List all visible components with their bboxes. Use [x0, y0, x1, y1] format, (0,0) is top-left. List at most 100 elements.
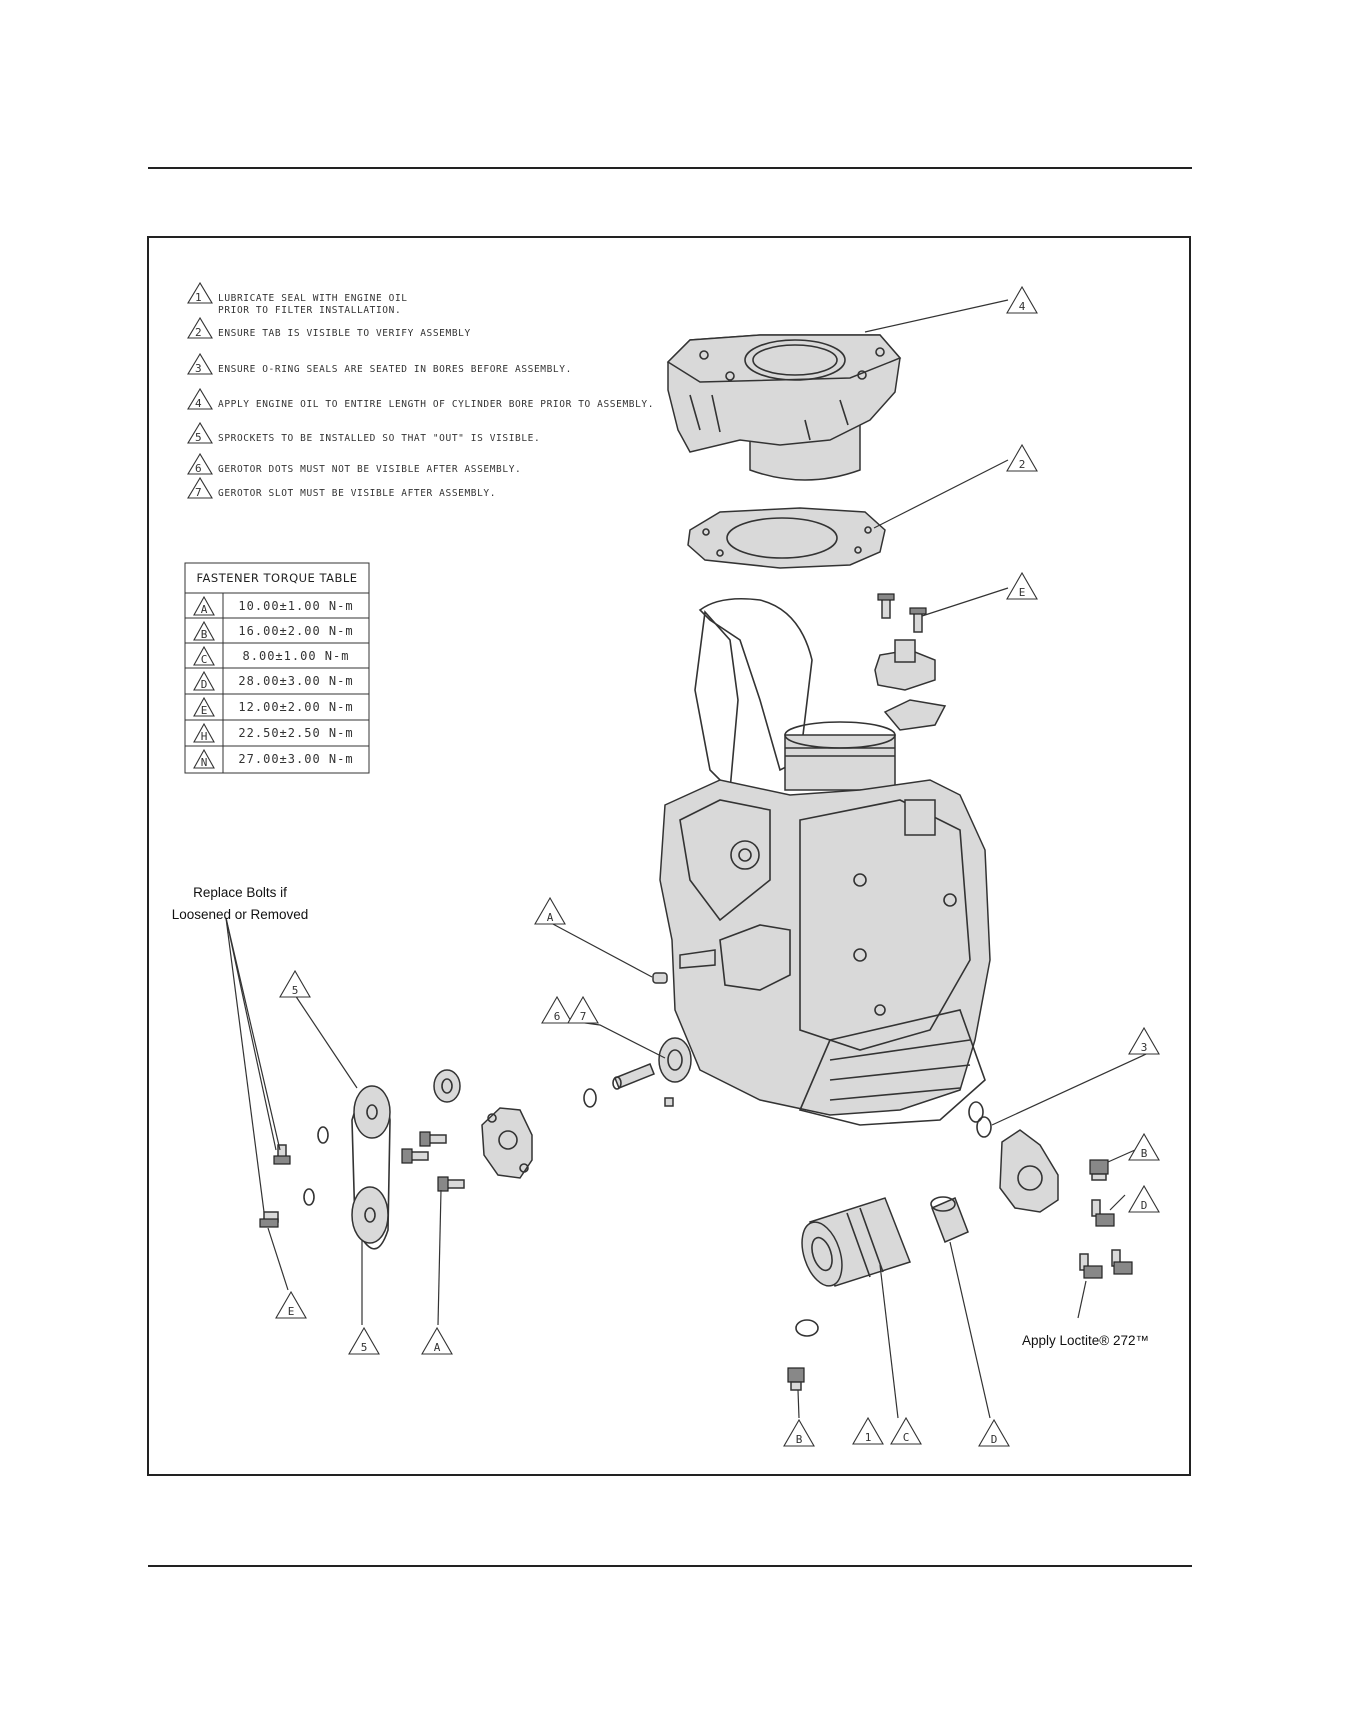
- torque-key: H: [201, 730, 208, 743]
- svg-text:5: 5: [292, 984, 299, 997]
- svg-text:B: B: [1141, 1147, 1148, 1160]
- torque-key: A: [201, 603, 208, 616]
- oil-filter: [801, 1197, 911, 1287]
- svg-text:D: D: [991, 1433, 998, 1446]
- note-6-line-1: GEROTOR DOTS MUST NOT BE VISIBLE AFTER A…: [218, 464, 521, 475]
- svg-text:E: E: [1019, 586, 1026, 599]
- piston: [784, 721, 896, 791]
- note-7: 7 GEROTOR SLOT MUST BE VISIBLE AFTER ASS…: [187, 476, 496, 499]
- torque-value: 28.00±3.00 N-m: [238, 674, 353, 688]
- fastener-torque-table: FASTENER TORQUE TABLE A 10.00±1.00 N-m B…: [184, 562, 370, 774]
- note-1-triangle: [187, 281, 213, 304]
- note-5-triangle: [187, 421, 213, 444]
- note-2-line-1: ENSURE TAB IS VISIBLE TO VERIFY ASSEMBLY: [218, 328, 471, 339]
- note-6-triangle: [187, 452, 213, 475]
- filter-adapter-nipple: [930, 1196, 969, 1244]
- note-5-line-1: SPROCKETS TO BE INSTALLED SO THAT "OUT" …: [218, 433, 540, 444]
- o-rings: [968, 1101, 992, 1138]
- label-oring: 3: [1128, 1026, 1160, 1055]
- label-pump-bolt: A: [421, 1326, 453, 1355]
- svg-text:A: A: [434, 1341, 441, 1354]
- svg-text:1: 1: [865, 1431, 872, 1444]
- torque-value: 27.00±3.00 N-m: [238, 752, 353, 766]
- label-sprocket-bottom: 5: [348, 1326, 380, 1355]
- label-gasket: 2: [1006, 443, 1038, 472]
- note-1: 1 LUBRICATE SEAL WITH ENGINE OIL PRIOR T…: [187, 281, 408, 316]
- label-bolt-b: B: [1128, 1132, 1160, 1161]
- torque-key: B: [201, 628, 208, 641]
- svg-text:E: E: [288, 1305, 295, 1318]
- label-gerotor-6: 6: [541, 995, 573, 1024]
- note-5-number: 5: [195, 431, 202, 444]
- note-1-line-2: PRIOR TO FILTER INSTALLATION.: [218, 305, 401, 316]
- torque-row-e: E 12.00±2.00 N-m: [193, 696, 353, 717]
- note-3-number: 3: [195, 362, 202, 375]
- note-1-number: 1: [195, 291, 202, 304]
- svg-text:4: 4: [1019, 300, 1026, 313]
- torque-value: 8.00±1.00 N-m: [243, 649, 350, 663]
- label-filter-1: 1: [852, 1416, 884, 1445]
- note-2-number: 2: [195, 326, 202, 339]
- torque-value: 16.00±2.00 N-m: [238, 624, 353, 638]
- torque-value: 10.00±1.00 N-m: [238, 599, 353, 613]
- callout-triangles: 4 2 E A 6 7 3 5: [275, 285, 1160, 1447]
- note-3: 3 ENSURE O-RING SEALS ARE SEATED IN BORE…: [187, 352, 571, 375]
- cylinder-block: [666, 334, 902, 481]
- torque-row-d: D 28.00±3.00 N-m: [193, 670, 353, 691]
- svg-text:B: B: [796, 1433, 803, 1446]
- drain-plug: [787, 1319, 819, 1391]
- left-fasteners: [259, 1126, 329, 1228]
- svg-text:C: C: [903, 1431, 910, 1444]
- chain-tensioner-assembly: [874, 593, 947, 731]
- torque-row-c: C 8.00±1.00 N-m: [193, 645, 350, 666]
- note-3-triangle: [187, 352, 213, 375]
- crankcase: [659, 779, 991, 1126]
- label-bolt-d: D: [1128, 1184, 1160, 1213]
- label-chain-bolt: E: [275, 1290, 307, 1319]
- dowel-pin: [652, 972, 668, 984]
- note-4-triangle: [187, 387, 213, 410]
- note-1-line-1: LUBRICATE SEAL WITH ENGINE OIL: [218, 293, 408, 304]
- diagram-frame: [147, 236, 1191, 1476]
- replace-bolts-callout-line-2: Loosened or Removed: [172, 907, 309, 922]
- torque-key: C: [201, 653, 208, 666]
- label-cylinder: 4: [1006, 285, 1038, 314]
- note-7-number: 7: [195, 486, 202, 499]
- label-plug: B: [783, 1418, 815, 1447]
- replace-bolts-callout-line-1: Replace Bolts if: [193, 885, 287, 900]
- assembly-notes: 1 LUBRICATE SEAL WITH ENGINE OIL PRIOR T…: [187, 281, 654, 499]
- note-4-number: 4: [195, 397, 202, 410]
- svg-text:7: 7: [580, 1010, 587, 1023]
- filter-adapter-bracket: [999, 1129, 1059, 1213]
- oil-pump-housing: [433, 1069, 533, 1179]
- text-callouts: Replace Bolts if Loosened or Removed App…: [172, 885, 1149, 1348]
- note-5: 5 SPROCKETS TO BE INSTALLED SO THAT "OUT…: [187, 421, 540, 444]
- note-4-line-1: APPLY ENGINE OIL TO ENTIRE LENGTH OF CYL…: [218, 399, 654, 410]
- label-gerotor-7: 7: [567, 995, 599, 1024]
- torque-row-b: B 16.00±2.00 N-m: [193, 620, 353, 641]
- note-2: 2 ENSURE TAB IS VISIBLE TO VERIFY ASSEMB…: [187, 316, 471, 339]
- svg-text:3: 3: [1141, 1041, 1148, 1054]
- pump-shaft: [583, 1063, 674, 1108]
- leader-lines: [225, 299, 1156, 1419]
- right-bolts: [1079, 1159, 1133, 1279]
- torque-row-h: H 22.50±2.50 N-m: [193, 722, 353, 743]
- footer-rule: [148, 1565, 1192, 1567]
- svg-text:5: 5: [361, 1341, 368, 1354]
- torque-value: 22.50±2.50 N-m: [238, 726, 353, 740]
- torque-key: D: [201, 678, 208, 691]
- note-2-triangle: [187, 316, 213, 339]
- note-6: 6 GEROTOR DOTS MUST NOT BE VISIBLE AFTER…: [187, 452, 521, 475]
- note-4: 4 APPLY ENGINE OIL TO ENTIRE LENGTH OF C…: [187, 387, 654, 410]
- note-7-triangle: [187, 476, 213, 499]
- pump-bolts: [401, 1131, 465, 1192]
- loctite-callout: Apply Loctite® 272™: [1022, 1333, 1149, 1348]
- torque-row-a: A 10.00±1.00 N-m: [193, 595, 353, 616]
- svg-text:A: A: [547, 911, 554, 924]
- label-tensioner-bolt: E: [1006, 571, 1038, 600]
- svg-text:2: 2: [1019, 458, 1026, 471]
- note-7-line-1: GEROTOR SLOT MUST BE VISIBLE AFTER ASSEM…: [218, 488, 496, 499]
- svg-text:D: D: [1141, 1199, 1148, 1212]
- label-dowel: A: [534, 896, 566, 925]
